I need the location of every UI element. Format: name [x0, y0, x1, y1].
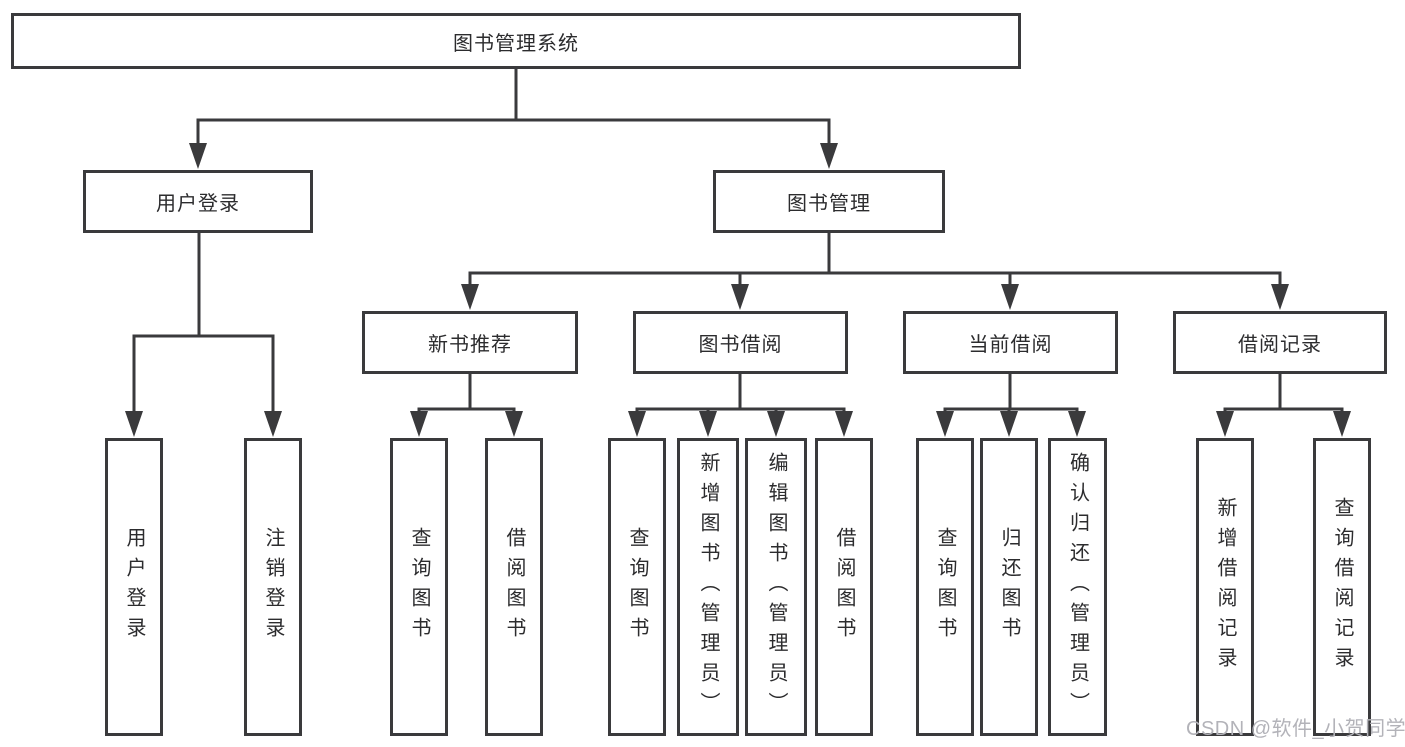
leaf-add-books-admin-label: 新增图书（管理员） — [697, 452, 719, 722]
leaf-edit-books-admin-label: 编辑图书（管理员） — [765, 452, 787, 722]
node-book-borrowing-label: 图书借阅 — [698, 334, 783, 356]
leaf-confirm-return-admin: 确认归还（管理员） — [1048, 438, 1107, 736]
leaf-query-books-3: 查询图书 — [916, 438, 974, 736]
leaf-query-books-2-label: 查询图书 — [626, 527, 648, 647]
leaf-user-login-label: 用户登录 — [123, 527, 145, 647]
node-current-borrowing: 当前借阅 — [903, 311, 1118, 374]
leaf-query-books-3-label: 查询图书 — [934, 527, 956, 647]
leaf-query-books-1-label: 查询图书 — [408, 527, 430, 647]
leaf-add-borrow-record: 新增借阅记录 — [1196, 438, 1254, 736]
leaf-borrow-books-1: 借阅图书 — [485, 438, 543, 736]
node-borrowing-records: 借阅记录 — [1173, 311, 1387, 374]
node-root: 图书管理系统 — [11, 13, 1021, 69]
node-user-login: 用户登录 — [83, 170, 313, 233]
leaf-add-books-admin: 新增图书（管理员） — [677, 438, 739, 736]
leaf-edit-books-admin: 编辑图书（管理员） — [745, 438, 807, 736]
csdn-watermark: CSDN @软件_小贺同学 — [1186, 718, 1405, 740]
leaf-return-books-label: 归还图书 — [998, 527, 1020, 647]
leaf-query-books-2: 查询图书 — [608, 438, 666, 736]
leaf-logout: 注销登录 — [244, 438, 302, 736]
leaf-query-books-1: 查询图书 — [390, 438, 448, 736]
leaf-confirm-return-admin-label: 确认归还（管理员） — [1066, 452, 1089, 722]
leaf-query-borrow-record: 查询借阅记录 — [1313, 438, 1371, 736]
leaf-query-borrow-record-label: 查询借阅记录 — [1331, 497, 1353, 677]
node-book-borrowing: 图书借阅 — [633, 311, 848, 374]
node-book-management-label: 图书管理 — [787, 193, 871, 215]
node-current-borrowing-label: 当前借阅 — [968, 334, 1053, 356]
leaf-borrow-books-2-label: 借阅图书 — [833, 527, 855, 647]
leaf-borrow-books-2: 借阅图书 — [815, 438, 873, 736]
node-user-login-label: 用户登录 — [156, 193, 240, 215]
leaf-add-borrow-record-label: 新增借阅记录 — [1214, 497, 1236, 677]
leaf-user-login: 用户登录 — [105, 438, 163, 736]
arrowhead-icons — [125, 143, 1351, 437]
node-root-label: 图书管理系统 — [453, 32, 579, 55]
node-book-management: 图书管理 — [713, 170, 945, 233]
leaf-logout-label: 注销登录 — [262, 527, 284, 647]
node-new-book-recommendation: 新书推荐 — [362, 311, 578, 374]
node-borrowing-records-label: 借阅记录 — [1238, 334, 1322, 356]
node-new-book-recommendation-label: 新书推荐 — [428, 334, 512, 356]
leaf-return-books: 归还图书 — [980, 438, 1038, 736]
leaf-borrow-books-1-label: 借阅图书 — [503, 527, 525, 647]
